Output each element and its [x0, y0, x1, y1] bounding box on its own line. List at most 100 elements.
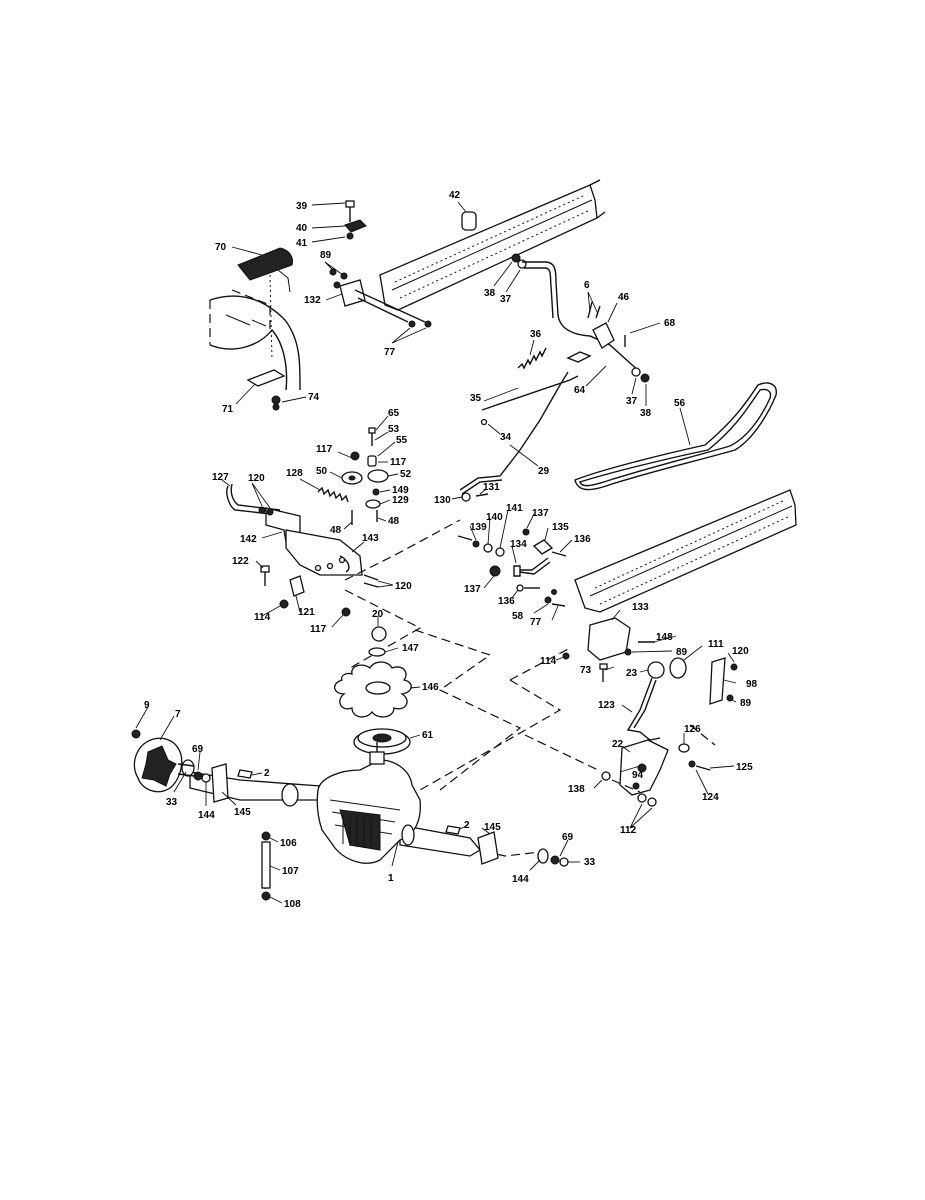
- callout-111: 111: [708, 639, 724, 650]
- part-56-belt: [574, 382, 777, 491]
- callout-33a: 33: [166, 797, 178, 808]
- part-29-rod: [459, 371, 569, 495]
- transaxle: [189, 742, 481, 864]
- part-35-rod: [481, 351, 592, 411]
- callout-117b: 117: [390, 457, 407, 468]
- callout-114b: 114: [540, 656, 557, 667]
- callout-69a: 69: [192, 744, 204, 755]
- callout-20: 20: [372, 609, 384, 620]
- callout-130: 130: [434, 495, 451, 506]
- right-hub-parts: [477, 831, 569, 867]
- callout-117c: 117: [310, 624, 327, 635]
- callout-138: 138: [568, 784, 585, 795]
- callout-117a: 117: [316, 444, 333, 455]
- callout-125: 125: [736, 762, 753, 773]
- upper-frame-rail: [379, 179, 606, 311]
- callout-120a: 120: [248, 473, 265, 484]
- callout-52: 52: [400, 469, 412, 480]
- callout-50: 50: [316, 466, 328, 477]
- callout-145b: 145: [484, 822, 501, 833]
- part-123-lever: [626, 661, 665, 741]
- callout-77: 77: [384, 347, 396, 358]
- callout-147: 147: [402, 643, 419, 654]
- part-107-pin: [261, 831, 271, 901]
- callout-134: 134: [510, 539, 527, 550]
- callout-123: 123: [598, 700, 615, 711]
- fender-body: [209, 289, 301, 391]
- callout-146: 146: [422, 682, 439, 693]
- callout-41: 41: [296, 238, 308, 249]
- callout-73: 73: [580, 665, 592, 676]
- callout-128: 128: [286, 468, 303, 479]
- callout-137b: 137: [464, 584, 481, 595]
- callout-131: 131: [483, 482, 500, 493]
- callout-71: 71: [222, 404, 234, 415]
- callout-136b: 136: [498, 596, 515, 607]
- callout-120c: 120: [732, 646, 749, 657]
- callout-142: 142: [240, 534, 257, 545]
- callout-7: 7: [175, 709, 181, 720]
- callout-143: 143: [362, 533, 379, 544]
- callout-42: 42: [449, 190, 461, 201]
- callout-36: 36: [530, 329, 542, 340]
- callout-37b: 37: [626, 396, 638, 407]
- callout-37: 37: [500, 294, 512, 305]
- callout-135: 135: [552, 522, 569, 533]
- callout-2a: 2: [264, 768, 270, 779]
- part-142-bracket: [258, 506, 379, 588]
- callout-1: 1: [388, 873, 394, 884]
- callout-145a: 145: [234, 807, 251, 818]
- lower-frame-rail: [574, 489, 797, 613]
- callout-106: 106: [280, 838, 297, 849]
- callout-65: 65: [388, 408, 400, 419]
- brake-shaft: [511, 253, 650, 383]
- callout-55: 55: [396, 435, 408, 446]
- part-133-bracket: [562, 617, 655, 682]
- callout-94: 94: [632, 770, 644, 781]
- callout-40: 40: [296, 223, 308, 234]
- callout-141: 141: [506, 503, 523, 514]
- callout-23: 23: [626, 668, 638, 679]
- part-111-bushing: [669, 657, 738, 705]
- callout-129: 129: [392, 495, 409, 506]
- callout-39: 39: [296, 201, 308, 212]
- callout-144b: 144: [512, 874, 529, 885]
- callout-148: 148: [656, 632, 673, 643]
- callout-34: 34: [500, 432, 512, 443]
- callout-22: 22: [612, 739, 624, 750]
- bolt-39-group: [344, 200, 367, 240]
- callout-56: 56: [674, 398, 686, 409]
- callout-77b: 77: [530, 617, 542, 628]
- callout-48b: 48: [388, 516, 400, 527]
- callout-89b: 89: [676, 647, 688, 658]
- callout-2b: 2: [464, 820, 470, 831]
- callout-58: 58: [512, 611, 524, 622]
- callout-48a: 48: [330, 525, 342, 536]
- part-71-plate: [246, 369, 286, 411]
- callout-70: 70: [215, 242, 227, 253]
- callout-126: 126: [684, 724, 701, 735]
- callout-38b: 38: [640, 408, 652, 419]
- fan-pulley-stack: [334, 626, 412, 755]
- callout-33b: 33: [584, 857, 596, 868]
- part-127-rod: [226, 483, 281, 516]
- callout-127: 127: [212, 472, 229, 483]
- dashed-leader-lines: [264, 519, 716, 892]
- callout-69b: 69: [562, 832, 574, 843]
- callout-136a: 136: [574, 534, 591, 545]
- callout-120b: 120: [395, 581, 412, 592]
- callout-98: 98: [746, 679, 758, 690]
- callout-labels: 39 40 41 70 89 132 77 42 38 37 6 46 68 6…: [144, 190, 758, 910]
- callout-114a: 114: [254, 612, 271, 623]
- part-36-spring: [517, 347, 547, 370]
- callout-68: 68: [664, 318, 676, 329]
- callout-122: 122: [232, 556, 249, 567]
- callout-61: 61: [422, 730, 434, 741]
- callout-149: 149: [392, 485, 409, 496]
- left-wheel-hub: [131, 729, 229, 803]
- callout-64: 64: [574, 385, 586, 396]
- callout-89: 89: [320, 250, 332, 261]
- callout-132: 132: [304, 295, 321, 306]
- callout-139: 139: [470, 522, 487, 533]
